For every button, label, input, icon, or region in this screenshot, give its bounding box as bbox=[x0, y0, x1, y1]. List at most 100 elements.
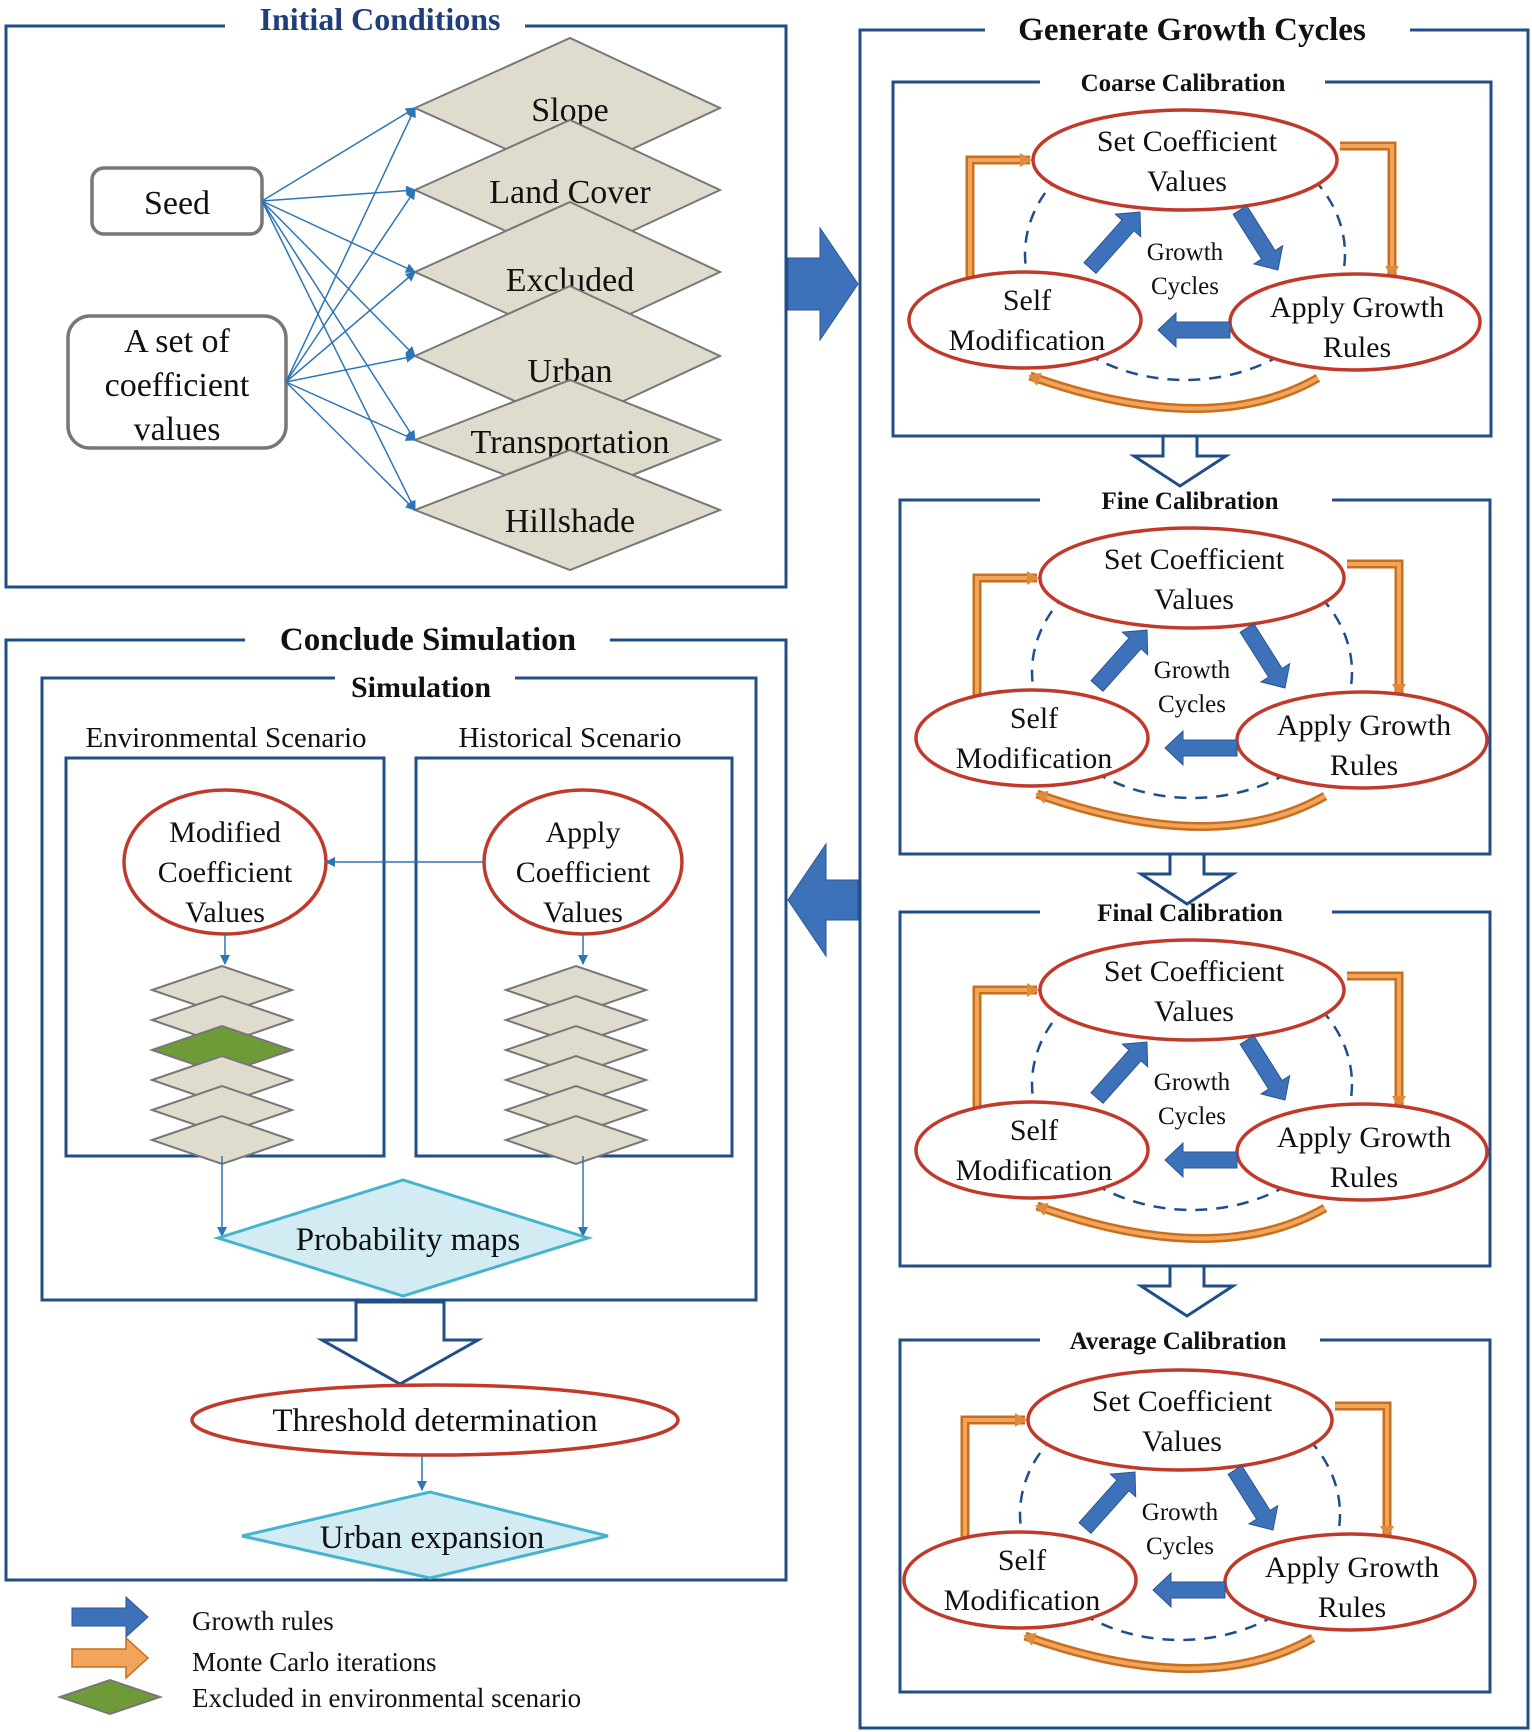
seed-connectors bbox=[261, 107, 416, 511]
green-diamond-icon bbox=[56, 1678, 164, 1716]
set-coefficient-ellipse bbox=[1038, 526, 1346, 630]
apply-growth-rules-label-line1: Apply Growth bbox=[1277, 1121, 1451, 1154]
layer-diamond bbox=[502, 1114, 650, 1166]
monte-carlo-arrow-core bbox=[975, 571, 1039, 700]
growth-rule-arrow bbox=[1090, 629, 1149, 693]
self-modification-ellipse bbox=[902, 1530, 1138, 1630]
monte-carlo-arrow-core bbox=[975, 983, 1039, 1112]
self-modification-label-line1: Self bbox=[1010, 1114, 1058, 1147]
monte-carlo-arrow bbox=[1335, 1401, 1392, 1536]
growth-cycles-label-line2: Cycles bbox=[1146, 1533, 1214, 1560]
set-coefficient-label-line1: Set Coefficient bbox=[1104, 955, 1285, 988]
legend-item-monte-carlo: Monte Carlo iterations bbox=[71, 1636, 436, 1680]
layer-stack: Slope Land Cover Excluded Urban Transpor… bbox=[412, 36, 723, 572]
apply-growth-rules-label-line1: Apply Growth bbox=[1265, 1551, 1439, 1584]
initial-conditions-frame bbox=[4, 24, 788, 589]
self-modification-ellipse bbox=[914, 1100, 1150, 1200]
growth-rule-arrow bbox=[1083, 211, 1142, 275]
calibration-title: Coarse Calibration bbox=[1081, 70, 1286, 97]
conclude-simulation-section: Conclude Simulation Simulation Environme… bbox=[4, 622, 788, 1582]
layer-diamond bbox=[148, 1114, 296, 1166]
monte-carlo-arrow-core bbox=[1028, 372, 1319, 411]
set-coefficient-label-line2: Values bbox=[1154, 583, 1234, 616]
self-modification-ellipse bbox=[914, 688, 1150, 788]
monte-carlo-arrow bbox=[1347, 971, 1404, 1106]
layer-slope: Slope bbox=[412, 36, 723, 180]
set-coefficient-label-line2: Values bbox=[1142, 1425, 1222, 1458]
environmental-scenario-title: Environmental Scenario bbox=[85, 722, 366, 754]
simulation-to-threshold-arrow bbox=[316, 1300, 484, 1386]
set-coefficient-ellipse bbox=[1026, 1368, 1334, 1472]
coefficient-connectors bbox=[285, 107, 416, 511]
initial-conditions-title: Initial Conditions bbox=[260, 1, 501, 37]
seed-label: Seed bbox=[144, 185, 210, 222]
set-coefficient-ellipse bbox=[1031, 108, 1339, 212]
growth-rule-arrow bbox=[1239, 1035, 1291, 1101]
fine-to-final-arrow bbox=[1135, 852, 1239, 906]
coefficient-label-line2: coefficient bbox=[105, 367, 250, 404]
orange-arrow-icon bbox=[71, 1636, 150, 1680]
set-coefficient-label-line2: Values bbox=[1147, 165, 1227, 198]
threshold-determination-label: Threshold determination bbox=[272, 1403, 597, 1439]
monte-carlo-arrow bbox=[965, 155, 1030, 282]
growth-cycles-title: Generate Growth Cycles bbox=[1018, 12, 1366, 48]
self-modification-label-line2: Modification bbox=[944, 1584, 1101, 1617]
growth-rule-arrow bbox=[1164, 729, 1238, 767]
modified-label-line3: Values bbox=[185, 896, 265, 929]
to-growth-arrow bbox=[787, 226, 859, 342]
conclude-simulation-frame bbox=[4, 638, 788, 1582]
environmental-layer-stack bbox=[148, 964, 296, 1166]
monte-carlo-arrow-core bbox=[1023, 1632, 1314, 1671]
calibration-title: Average Calibration bbox=[1070, 1328, 1287, 1355]
coefficient-label-line1: A set of bbox=[124, 323, 230, 360]
apply-growth-rules-label-line2: Rules bbox=[1330, 1161, 1398, 1194]
conclude-simulation-title: Conclude Simulation bbox=[280, 622, 576, 658]
monte-carlo-arrow bbox=[1340, 141, 1397, 276]
calibration-title: Fine Calibration bbox=[1101, 488, 1278, 515]
probability-maps-label: Probability maps bbox=[296, 1222, 521, 1258]
growth-cycles-label-line1: Growth bbox=[1142, 1499, 1219, 1526]
simulation-frame bbox=[40, 676, 758, 1302]
blue-arrow-icon bbox=[71, 1595, 149, 1639]
apply-label-line1: Apply bbox=[546, 816, 621, 849]
historical-scenario-title: Historical Scenario bbox=[458, 722, 681, 754]
coarse-to-fine-arrow bbox=[1128, 434, 1232, 488]
growth-rule-arrow bbox=[1090, 1041, 1149, 1105]
simulation-title: Simulation bbox=[351, 671, 491, 704]
growth-cycles-frame bbox=[858, 28, 1530, 1730]
urban-expansion-diamond bbox=[241, 1490, 609, 1580]
growth-cycles-section: Generate Growth Cycles Coarse Calibratio… bbox=[858, 12, 1530, 1730]
growth-rule-arrow bbox=[1239, 623, 1291, 689]
self-modification-label-line1: Self bbox=[998, 1544, 1046, 1577]
legend-label: Growth rules bbox=[192, 1606, 334, 1636]
apply-label-line2: Coefficient bbox=[516, 856, 651, 889]
set-coefficient-label-line1: Set Coefficient bbox=[1097, 125, 1278, 158]
historical-layer-stack bbox=[502, 964, 650, 1166]
growth-cycles-label-line2: Cycles bbox=[1158, 691, 1226, 718]
self-modification-label-line1: Self bbox=[1010, 702, 1058, 735]
monte-carlo-arrow-core bbox=[1340, 144, 1399, 278]
self-modification-label-line1: Self bbox=[1003, 284, 1051, 317]
modified-label-line1: Modified bbox=[169, 816, 281, 849]
monte-carlo-arrow bbox=[972, 985, 1037, 1112]
to-conclude-arrow bbox=[787, 842, 859, 958]
self-modification-label-line2: Modification bbox=[956, 1154, 1113, 1187]
apply-growth-rules-label-line2: Rules bbox=[1330, 749, 1398, 782]
legend-label: Monte Carlo iterations bbox=[192, 1647, 436, 1677]
self-modification-label-line2: Modification bbox=[949, 324, 1106, 357]
set-coefficient-label-line1: Set Coefficient bbox=[1104, 543, 1285, 576]
set-coefficient-ellipse bbox=[1038, 938, 1346, 1042]
growth-rule-arrow bbox=[1078, 1471, 1137, 1535]
calibration-title: Final Calibration bbox=[1097, 900, 1283, 927]
set-coefficient-label-line2: Values bbox=[1154, 995, 1234, 1028]
legend-item-growth-rules: Growth rules bbox=[71, 1595, 334, 1639]
legend-label: Excluded in environmental scenario bbox=[192, 1683, 581, 1713]
urban-expansion-label: Urban expansion bbox=[320, 1520, 545, 1556]
growth-rule-arrow bbox=[1152, 1571, 1226, 1609]
growth-cycles-label-line1: Growth bbox=[1154, 1069, 1231, 1096]
